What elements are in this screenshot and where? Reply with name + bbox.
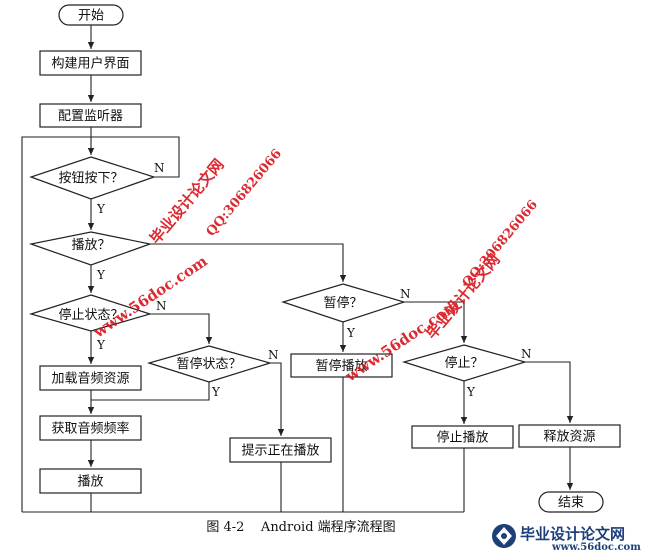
- label-pressed-no: N: [154, 161, 165, 175]
- button-pressed-label: 按钮按下？: [58, 171, 123, 186]
- logo-url: www.56doc.com: [551, 542, 641, 552]
- pause-decision: [281, 283, 407, 323]
- edge-return-loop: [21, 136, 180, 512]
- play-box: [39, 468, 142, 494]
- nodes: 开始 构建用户界面 配置监听器 按钮按下？ 播放？ 停止状态？ 加载音频资源 获…: [28, 4, 621, 513]
- play-decision-label: 播放？: [71, 238, 110, 253]
- release-resources-label: 释放资源: [543, 430, 595, 445]
- site-logo: 毕业设计论文网 www.56doc.com: [492, 524, 641, 553]
- paused-state-label: 暂停状态？: [176, 356, 241, 372]
- edge-stopped-no: [150, 313, 213, 344]
- label-pause-yes: Y: [346, 326, 356, 340]
- edges: [21, 25, 574, 513]
- start-terminal: [58, 4, 124, 26]
- edge-stop-no: [525, 361, 574, 423]
- edge-pause-no: [404, 301, 468, 343]
- play-box-label: 播放: [77, 475, 103, 490]
- figure-caption: 图 4-2 Android 端程序流程图: [206, 520, 395, 535]
- edge-paused-state-yes: [91, 382, 210, 401]
- label-play-yes: Y: [96, 268, 106, 282]
- watermark-qq-right: QQ:306826066: [460, 198, 541, 291]
- pause-play-box: [290, 353, 393, 378]
- notify-playing-label: 提示正在播放: [241, 443, 319, 459]
- build-ui-box: [39, 50, 142, 76]
- button-pressed-decision: [29, 156, 156, 200]
- edge-play-no: [150, 243, 347, 282]
- label-stopped-yes: Y: [96, 338, 106, 352]
- load-audio-label: 加载音频资源: [51, 371, 129, 387]
- pause-decision-label: 暂停？: [323, 295, 362, 311]
- label-pressed-yes: Y: [96, 202, 106, 216]
- stop-play-label: 停止播放: [436, 430, 488, 446]
- label-stopped-no: N: [156, 299, 167, 313]
- watermark-url-left: www.56doc.com: [89, 252, 210, 342]
- label-paused-state-no: N: [268, 348, 279, 362]
- build-ui-label: 构建用户界面: [51, 56, 129, 72]
- logo-text: 毕业设计论文网: [520, 525, 625, 543]
- edge-labels: N Y Y N Y N Y N Y N Y: [96, 161, 532, 399]
- stop-decision-label: 停止？: [444, 355, 483, 371]
- get-frequency-box: [39, 415, 142, 441]
- config-listener-label: 配置监听器: [58, 109, 123, 124]
- logo-emblem-icon: [492, 524, 516, 548]
- stop-decision: [401, 344, 528, 382]
- end-terminal: [538, 491, 604, 513]
- label-pause-no: N: [400, 287, 411, 301]
- paused-state-decision: [146, 345, 273, 383]
- load-audio-box: [39, 365, 142, 391]
- play-decision: [28, 231, 153, 266]
- pause-play-label: 暂停播放: [315, 358, 367, 374]
- end-label: 结束: [558, 496, 584, 511]
- notify-playing-box: [229, 437, 332, 463]
- edge-paused-state-no: [270, 362, 285, 436]
- stop-play-box: [411, 425, 514, 449]
- stopped-state-decision: [28, 294, 153, 332]
- get-frequency-label: 获取音频频率: [51, 421, 129, 437]
- label-stop-yes: Y: [466, 385, 476, 399]
- release-resources-box: [518, 424, 621, 448]
- stopped-state-label: 停止状态？: [58, 307, 123, 323]
- config-listener-box: [39, 103, 142, 128]
- start-label: 开始: [78, 9, 104, 24]
- label-paused-state-yes: Y: [211, 385, 221, 399]
- label-stop-no: N: [521, 347, 532, 361]
